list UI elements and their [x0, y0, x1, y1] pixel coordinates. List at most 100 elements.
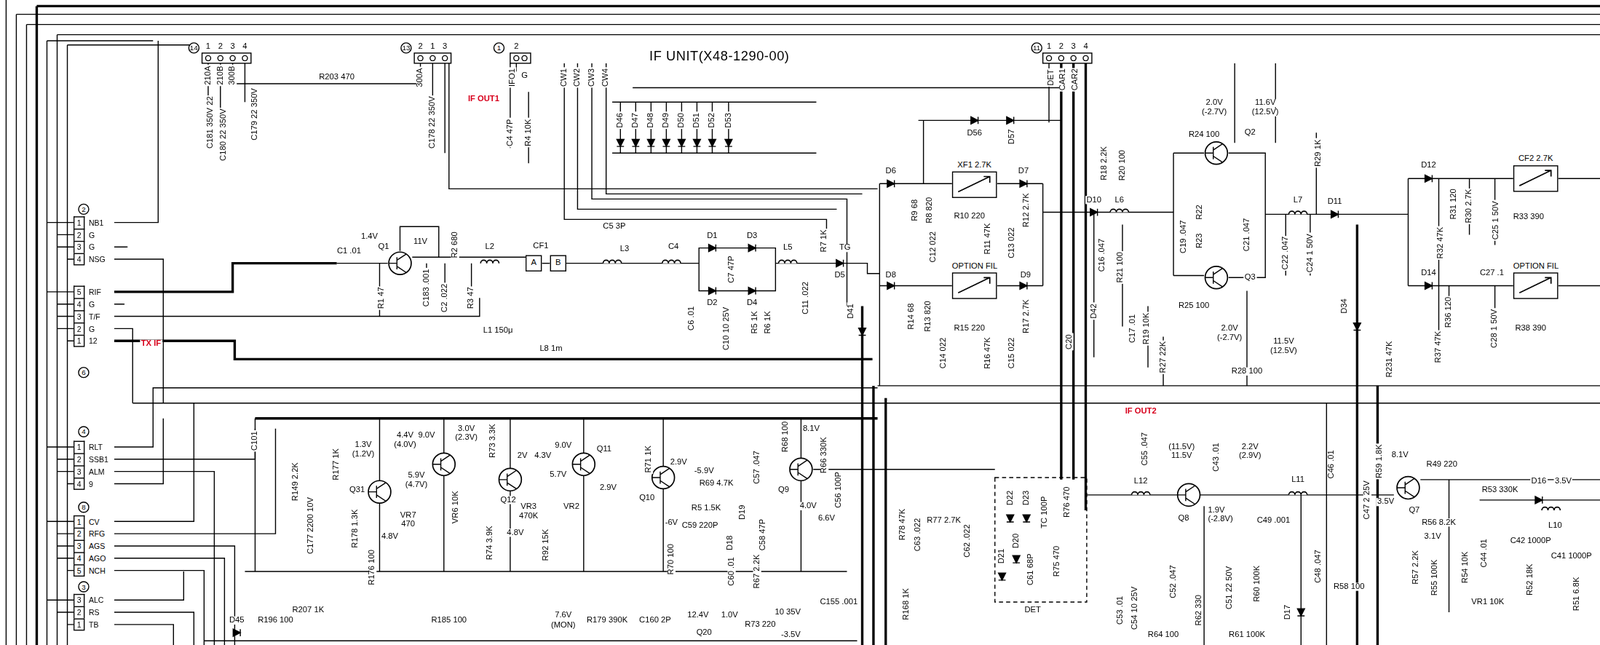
connector-block: 1CV2RFG3AGS4AGO5NCH: [73, 515, 106, 577]
connector-block: 1RLT2SSB13ALM49: [73, 441, 109, 490]
part-label: R168 1K: [901, 587, 910, 621]
part-label: C44 .01: [1480, 537, 1489, 569]
part-label: C178 22 350V: [428, 95, 437, 150]
part-label: C101: [251, 430, 260, 453]
part-label: R20 100: [1118, 148, 1127, 182]
wire: [5, 0, 1600, 645]
filter-label: XF1 2.7K: [952, 160, 998, 170]
part-label: R22: [1195, 203, 1205, 221]
pin-name: G: [88, 230, 95, 240]
part-label: C1 .01: [335, 246, 362, 255]
signal-label: IF OUT1: [467, 94, 501, 103]
part-label: -3.5V: [780, 630, 803, 639]
part-label: D49: [662, 112, 671, 129]
part-label: R27 22K: [1158, 339, 1167, 374]
wire: [379, 63, 1061, 317]
part-label: 2.0V: [1204, 98, 1224, 108]
part-label: VR2: [562, 503, 581, 512]
header-body: [510, 53, 531, 64]
diode-symbol: [1006, 514, 1015, 522]
part-label: C11 .022: [802, 280, 811, 316]
connector-number: 6: [77, 366, 89, 378]
transistor-leads: [1396, 478, 1415, 497]
coil-symbol: [1288, 492, 1307, 495]
crystal-filter-symbol: [1513, 165, 1559, 192]
part-label: C48 .047: [1314, 548, 1323, 584]
diode-symbol: [748, 287, 756, 295]
part-label: 7.6V: [553, 611, 573, 620]
part-label: 2V: [516, 452, 529, 461]
part-label: 2: [417, 42, 424, 51]
diode-symbol: [709, 287, 717, 295]
part-label: R56 8.2K: [1420, 518, 1458, 527]
bus-wire: [36, 5, 1600, 645]
part-label: R51 6.8K: [1572, 575, 1581, 613]
part-label: D50: [677, 112, 686, 129]
signal-wire: [337, 152, 1600, 386]
connector-block: 1NB12G3G4NSG: [73, 216, 106, 265]
part-label: 4.4V: [395, 431, 415, 440]
part-label: D10: [1085, 195, 1103, 204]
part-label: D52: [708, 112, 717, 129]
pin-name: SSB1: [88, 454, 109, 464]
part-label: L2: [484, 243, 495, 252]
part-label: D2: [706, 299, 719, 308]
crystal-filter: CF2 2.7K: [1513, 154, 1559, 193]
pin-number: 3: [73, 540, 85, 553]
transistor-symbol: [1396, 476, 1420, 500]
part-label: 210A: [203, 64, 212, 86]
pin-row: 1CV: [73, 515, 106, 528]
part-label: (2.3V): [454, 433, 479, 442]
part-label: D56: [965, 129, 983, 138]
part-label: C62 .022: [963, 523, 972, 559]
pin-row: 2RFG: [73, 527, 106, 541]
part-label: 2: [216, 42, 224, 51]
part-label: 1.3V: [353, 441, 373, 450]
diode-symbol: [748, 244, 756, 252]
part-label: D11: [1326, 197, 1344, 207]
pin-row: 3G: [73, 240, 106, 254]
part-label: D6: [884, 167, 897, 176]
part-label: 210B: [216, 64, 225, 86]
filter-label: CF2 2.7K: [1513, 154, 1559, 164]
part-label: R196 100: [256, 616, 295, 625]
transistor-leads: [432, 454, 450, 474]
part-label: (MON): [550, 621, 577, 630]
part-label: R77 2.7K: [925, 516, 963, 525]
pin-row: 4AGO: [73, 551, 106, 565]
part-label: CW4: [602, 67, 611, 89]
part-label: R15 220: [952, 324, 986, 333]
filter-mark: [1519, 170, 1551, 186]
pin-name: G: [88, 242, 95, 252]
part-label: C4 47P: [505, 117, 514, 148]
part-label: R25 100: [1177, 302, 1210, 311]
part-label: 6.6V: [817, 514, 837, 523]
pin-row: 5RIF: [73, 286, 102, 299]
part-label: C41 1000P: [1549, 551, 1593, 560]
pin-row: 4G: [73, 297, 102, 311]
part-label: 300A: [416, 66, 425, 89]
part-label: R52 18K: [1526, 562, 1535, 597]
part-label: C155 .001: [818, 597, 859, 606]
part-label: C54 10 25V: [1130, 585, 1139, 631]
part-label: L11: [1290, 475, 1306, 484]
pin-row: 2SSB1: [73, 452, 109, 466]
pin-number: 2: [73, 322, 85, 335]
part-label: C51 22 50V: [1225, 564, 1234, 611]
part-label: R177 1K: [332, 447, 341, 482]
part-label: L7: [1292, 195, 1304, 204]
diode-symbol: [1297, 608, 1305, 616]
part-label: 2.9V: [599, 483, 619, 492]
pin-name: AGS: [88, 541, 105, 552]
part-label: 3.5V: [1554, 477, 1574, 486]
part-label: C177 2200 10V: [307, 496, 316, 556]
part-label: (1.2V): [350, 449, 375, 458]
part-label: C53 .01: [1116, 594, 1125, 626]
part-label: C16 .047: [1097, 237, 1106, 273]
part-label: D21: [997, 547, 1007, 565]
diode-symbol: [1019, 179, 1028, 188]
pin-row: 3ALC: [73, 593, 104, 607]
part-label: C14 022: [939, 336, 948, 370]
filter-label: OPTION FIL: [1511, 261, 1560, 271]
part-label: R18 2.2K: [1099, 145, 1108, 182]
